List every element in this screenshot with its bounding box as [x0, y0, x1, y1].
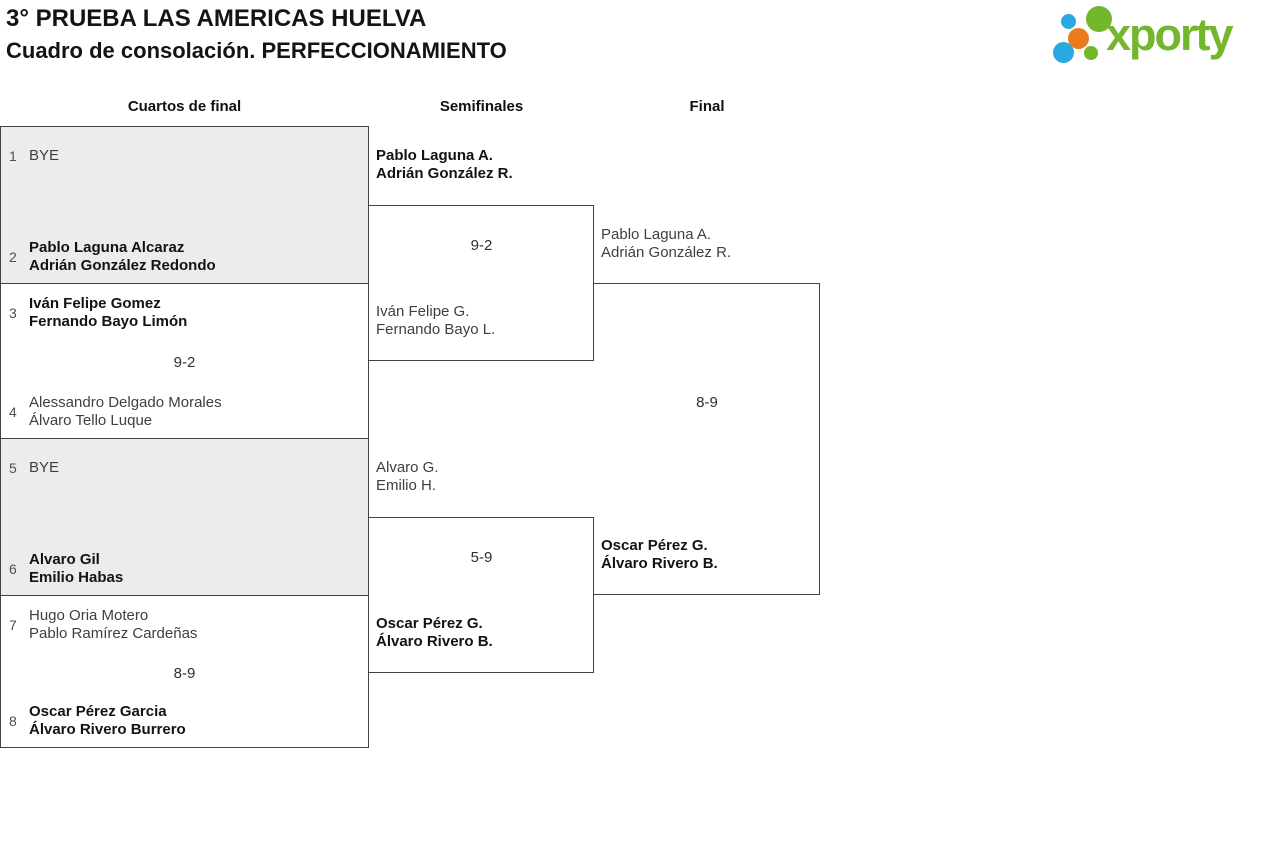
round-header-final: Final	[689, 98, 725, 115]
sf2-bottom-team: Oscar Pérez G.Álvaro Rivero B.	[376, 615, 493, 650]
logo-dot-green-big-icon	[1086, 6, 1112, 32]
sf1-bottom-team: Iván Felipe G.Fernando Bayo L.	[376, 303, 496, 338]
logo-text: xporty	[1106, 9, 1234, 60]
match-score: 8-9	[173, 664, 196, 682]
sf2-top-team: Alvaro G.Emilio H.	[376, 459, 439, 494]
seed-number: 1	[9, 148, 17, 164]
sf2-match-score: 5-9	[470, 549, 493, 566]
team-names: BYE	[29, 147, 60, 164]
seed-number: 6	[9, 561, 17, 577]
sf-match-1-box	[369, 205, 594, 361]
qf1-top-team-row: 1 BYE	[1, 127, 368, 174]
seed-number: 2	[9, 249, 17, 265]
match-score: 9-2	[173, 354, 196, 371]
logo-dot-green-small-icon	[1084, 46, 1098, 60]
final-match-score: 8-9	[696, 394, 718, 411]
final-top-team: Pablo Laguna A.Adrián González R.	[601, 226, 732, 261]
logo-dot-blue-small-icon	[1061, 14, 1076, 29]
page-title: 3° PRUEBA LAS AMERICAS HUELVA	[6, 5, 427, 32]
sf-match-2-box	[369, 517, 594, 673]
team-names: BYE	[29, 459, 60, 476]
seed-number: 8	[9, 713, 17, 729]
seed-number: 5	[9, 460, 17, 476]
round-header-semifinals: Semifinales	[439, 98, 524, 115]
sf1-top-team: Pablo Laguna A.Adrián González R.	[376, 147, 513, 182]
qf3-top-team-row: 5 BYE	[1, 439, 368, 486]
seed-number: 4	[9, 404, 17, 420]
final-bottom-team: Oscar Pérez G.Álvaro Rivero B.	[601, 537, 718, 572]
round-header-quarterfinals: Cuartos de final	[127, 98, 242, 115]
seed-number: 3	[9, 305, 17, 321]
sf1-match-score: 9-2	[470, 237, 493, 254]
final-match-box	[594, 283, 820, 595]
logo-dot-orange-icon	[1068, 28, 1089, 49]
seed-number: 7	[9, 617, 17, 633]
logo-dot-blue-big-icon	[1053, 42, 1074, 63]
page-subtitle: Cuadro de consolación. PERFECCIONAMIENTO	[6, 38, 507, 63]
